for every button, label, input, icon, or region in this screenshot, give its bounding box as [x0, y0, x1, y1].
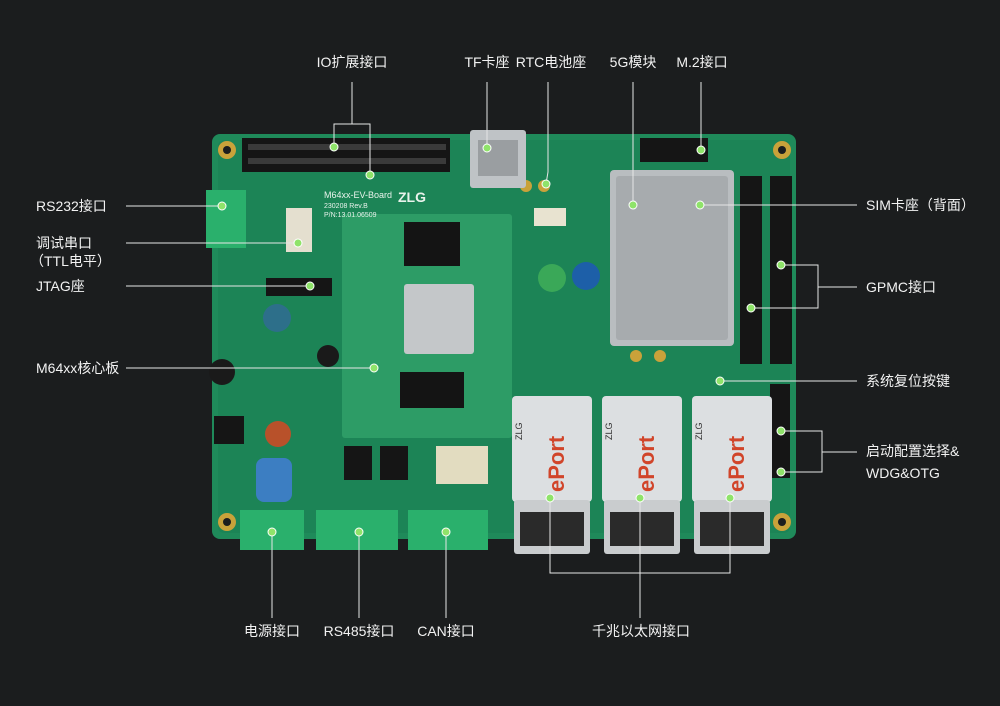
callout-marker	[776, 426, 786, 436]
board-revision: 230208 Rev.B	[324, 203, 368, 210]
label-reset-button: 系统复位按键	[866, 373, 950, 389]
board-part-number: P/N:13.01.06509	[324, 212, 377, 219]
callout-marker	[329, 142, 339, 152]
label-rs232: RS232接口	[36, 198, 107, 214]
filter-capacitor	[256, 458, 292, 502]
port-brand: ZLG	[514, 422, 524, 440]
callout-marker	[628, 200, 638, 210]
board-brand: ZLG	[398, 189, 426, 205]
label-boot-select-2: WDG&OTG	[866, 465, 940, 481]
callout-markers	[217, 142, 786, 537]
label-gpmc: GPMC接口	[866, 279, 936, 295]
label-debug-serial-2: （TTL电平）	[30, 253, 111, 269]
label-tf-socket: TF卡座	[464, 54, 510, 70]
label-sim-socket: SIM卡座（背面）	[866, 197, 975, 213]
emmc-chip	[400, 372, 464, 408]
capacitor	[538, 264, 566, 292]
callout-marker	[365, 170, 375, 180]
capacitor	[263, 304, 291, 332]
mounting-hole	[630, 350, 642, 362]
ethernet-port-3	[692, 396, 772, 554]
label-jtag: JTAG座	[36, 278, 85, 294]
label-5g-module: 5G模块	[609, 54, 657, 70]
label-rtc-battery: RTC电池座	[515, 54, 587, 70]
label-debug-serial-1: 调试串口	[36, 235, 92, 251]
mounting-hole	[654, 350, 666, 362]
gpmc-header	[740, 176, 762, 364]
label-boot-select-1: 启动配置选择&	[866, 443, 960, 459]
label-ethernet: 千兆以太网接口	[592, 623, 690, 639]
callout-marker	[545, 493, 555, 503]
callout-marker	[776, 467, 786, 477]
inductor	[265, 421, 291, 447]
ethernet-port-1	[512, 396, 592, 554]
callout-marker	[695, 200, 705, 210]
callout-marker	[293, 238, 303, 248]
callout-marker	[354, 527, 364, 537]
callout-marker	[746, 303, 756, 313]
memory-chip	[404, 222, 460, 266]
callout-line-io	[333, 82, 353, 147]
callout-marker	[441, 527, 451, 537]
callout-marker	[217, 201, 227, 211]
power-ic	[214, 416, 244, 444]
ethernet-port-2	[602, 396, 682, 554]
isolator	[436, 446, 488, 484]
label-core-board: M64xx核心板	[36, 360, 120, 376]
board-name: M64xx-EV-Board	[324, 190, 392, 200]
callout-marker	[715, 376, 725, 386]
label-power: 电源接口	[244, 623, 300, 639]
can-transceiver	[380, 446, 408, 480]
callout-marker	[369, 363, 379, 373]
capacitor	[572, 262, 600, 290]
callout-marker	[725, 493, 735, 503]
rtc-battery-socket	[534, 208, 566, 226]
io-header-pins	[248, 144, 446, 164]
port-logo: ePort	[724, 435, 749, 492]
callout-lines	[126, 82, 857, 618]
callout-marker	[541, 179, 551, 189]
capacitor	[209, 359, 235, 385]
callout-marker	[482, 143, 492, 153]
label-m2: M.2接口	[676, 54, 728, 70]
processor-chip	[404, 284, 474, 354]
callout-marker	[696, 145, 706, 155]
callout-marker	[305, 281, 315, 291]
label-rs485: RS485接口	[323, 623, 395, 639]
capacitor	[317, 345, 339, 367]
rs232-terminal	[206, 190, 246, 248]
port-logo: ePort	[634, 435, 659, 492]
can-transceiver	[344, 446, 372, 480]
gpmc-header	[770, 176, 792, 364]
callout-marker	[267, 527, 277, 537]
jtag-header	[266, 278, 332, 296]
callout-marker	[776, 260, 786, 270]
port-brand: ZLG	[604, 422, 614, 440]
callout-marker	[635, 493, 645, 503]
label-io-expansion: IO扩展接口	[316, 54, 388, 70]
port-brand: ZLG	[694, 422, 704, 440]
label-can: CAN接口	[417, 623, 475, 639]
io-expansion-header	[242, 138, 450, 172]
callout-line-io	[352, 123, 371, 175]
port-logo: ePort	[544, 435, 569, 492]
